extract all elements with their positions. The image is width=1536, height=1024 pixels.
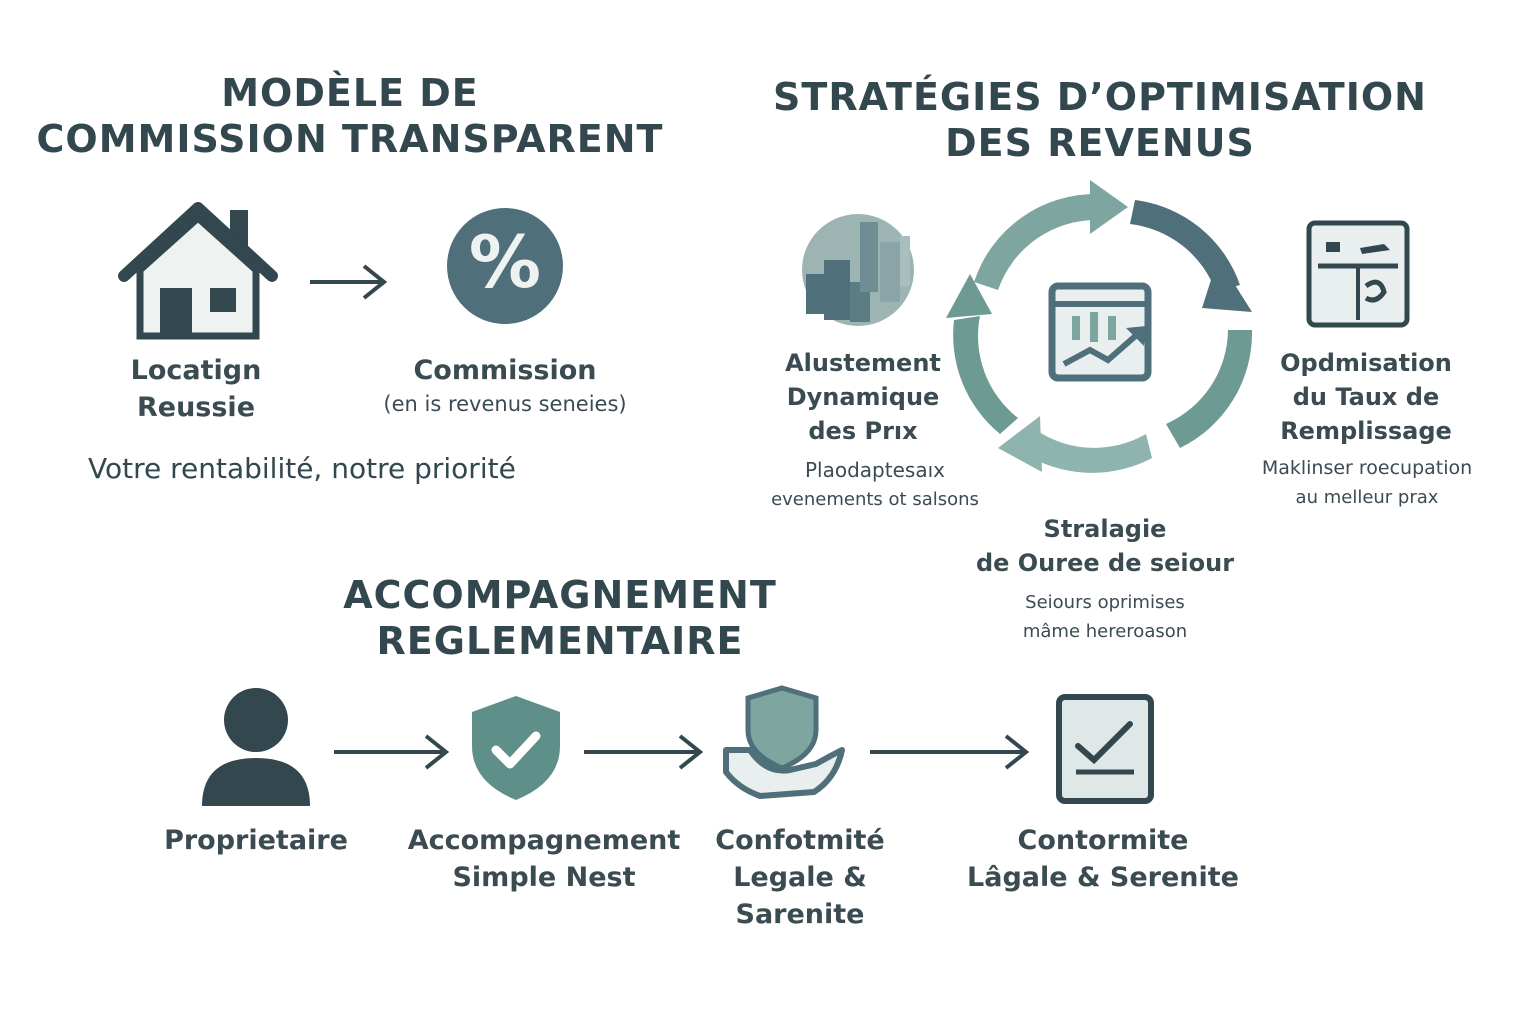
step-accompagnement-line1: Accompagnement <box>407 825 681 856</box>
step-contormite-line1: Contormite <box>1017 825 1189 856</box>
shield-check-icon <box>470 694 562 802</box>
stay-length-line1: Stralagie <box>1043 515 1167 543</box>
arrow-right-icon <box>332 732 452 772</box>
revenue-cycle-diagram <box>940 180 1270 480</box>
arrow-right-icon <box>308 262 390 302</box>
step-commission-detail: (en is revenus seneies) <box>383 392 627 416</box>
checklist-icon <box>1056 694 1154 804</box>
city-icon <box>796 212 920 328</box>
commission-title-line2: COMMISSION TRANSPARENT <box>36 117 664 161</box>
arrow-right-icon <box>582 732 706 772</box>
cycle-arrow-4 <box>1022 430 1152 473</box>
step-conformite-line2: Legale & <box>733 862 867 893</box>
strategy-dynamic-pricing: Alustement Dynamique des Prıx <box>760 346 966 448</box>
step-location: Locatign Reussie <box>90 352 302 426</box>
strategy-occupancy: Opdmisation du Taux de Remplissage <box>1256 346 1476 448</box>
dynamic-pricing-line2: Dynamique <box>786 383 940 411</box>
percent-icon: % <box>447 208 563 324</box>
dynamic-pricing-detail-line2: evenements ot salsons <box>771 489 979 510</box>
cycle-arrow-head-2 <box>1202 258 1252 312</box>
stay-length-detail: Seiours oprimises mâme hereroason <box>970 588 1240 646</box>
hand-shield-icon <box>720 684 848 804</box>
commission-tagline: Votre rentabilité, notre priorité <box>88 452 516 485</box>
occupancy-line2: du Taux de <box>1292 383 1440 411</box>
occupancy-detail: Maklinser roecupation au melleur prax <box>1232 454 1502 512</box>
step-accompagnement-line2: Simple Nest <box>452 862 636 893</box>
commission-title: MODÈLE DE COMMISSION TRANSPARENT <box>20 70 680 162</box>
person-icon <box>196 686 316 808</box>
stay-length-detail-line1: Seiours oprimises <box>1025 592 1185 613</box>
step-contormite: Contormite Lâgale & Serenite <box>960 822 1246 896</box>
commission-title-line1: MODÈLE DE <box>221 71 479 115</box>
step-proprietaire: Proprietaire <box>164 825 348 856</box>
occupancy-detail-line1: Maklinser roecupation <box>1261 457 1473 479</box>
reglementaire-title-line2: REGLEMENTAIRE <box>376 619 744 663</box>
cycle-arrow-head-5 <box>946 274 992 318</box>
occupancy-detail-line2: au melleur prax <box>1295 487 1439 508</box>
stay-length-detail-line2: mâme hereroason <box>1022 621 1188 642</box>
cycle-arrow-2 <box>1130 200 1240 292</box>
reglementaire-title-line1: ACCOMPAGNEMENT <box>343 573 777 617</box>
calendar-icon <box>1306 220 1410 328</box>
cycle-arrow-5 <box>953 316 1018 434</box>
dynamic-pricing-detail-line1: Plaodaptesaıx <box>805 458 945 482</box>
step-contormite-line2: Lâgale & Serenite <box>967 862 1239 893</box>
cycle-arrow-1 <box>974 193 1098 290</box>
arrow-right-icon <box>868 732 1032 772</box>
percent-symbol: % <box>468 220 542 304</box>
step-commission-label: Commission <box>413 355 597 386</box>
stay-length-line2: de Ouree de seiour <box>975 549 1235 577</box>
cycle-arrow-head-4 <box>998 416 1042 472</box>
strategies-title-line2: DES REVENUS <box>945 121 1255 165</box>
reglementaire-title: ACCOMPAGNEMENT REGLEMENTAIRE <box>300 572 820 664</box>
center-chart-icon <box>1048 282 1152 382</box>
strategies-title: STRATÉGIES D’OPTIMISATION DES REVENUS <box>760 74 1440 166</box>
house-icon <box>118 200 278 342</box>
occupancy-line3: Remplissage <box>1280 417 1452 445</box>
occupancy-line1: Opdmisation <box>1280 349 1452 377</box>
step-conformite: Confotmité Legale & Sarenite <box>700 822 900 933</box>
step-conformite-line3: Sarenite <box>735 899 865 930</box>
dynamic-pricing-line3: des Prıx <box>808 417 918 445</box>
dynamic-pricing-line1: Alustement <box>785 349 941 377</box>
step-commission: Commission (en is revenus seneies) <box>340 352 670 419</box>
dynamic-pricing-detail: Plaodaptesaıx evenements ot salsons <box>740 456 1010 514</box>
strategy-stay-length: Stralagie de Ouree de seiour <box>960 512 1250 580</box>
cycle-arrow-head-1 <box>1090 180 1128 234</box>
strategies-title-line1: STRATÉGIES D’OPTIMISATION <box>773 75 1427 119</box>
cycle-arrow-3 <box>1166 330 1253 448</box>
step-conformite-line1: Confotmité <box>715 825 885 856</box>
step-location-line1: Locatign <box>130 355 262 386</box>
step-location-line2: Reussie <box>136 392 256 423</box>
step-accompagnement: Accompagnement Simple Nest <box>394 822 694 896</box>
